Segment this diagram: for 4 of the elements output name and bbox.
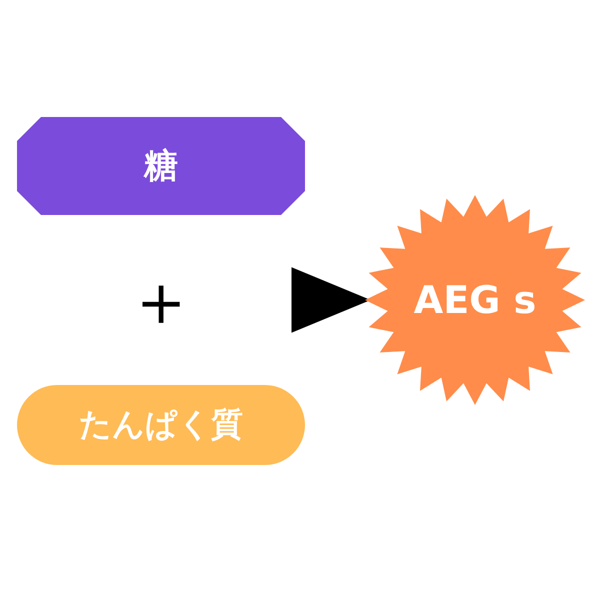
node-label: たんぱく質 — [79, 404, 243, 445]
node-label: 糖 — [144, 145, 178, 188]
node-label: AEG s — [414, 278, 536, 322]
plus-sign: ＋ — [125, 257, 195, 344]
